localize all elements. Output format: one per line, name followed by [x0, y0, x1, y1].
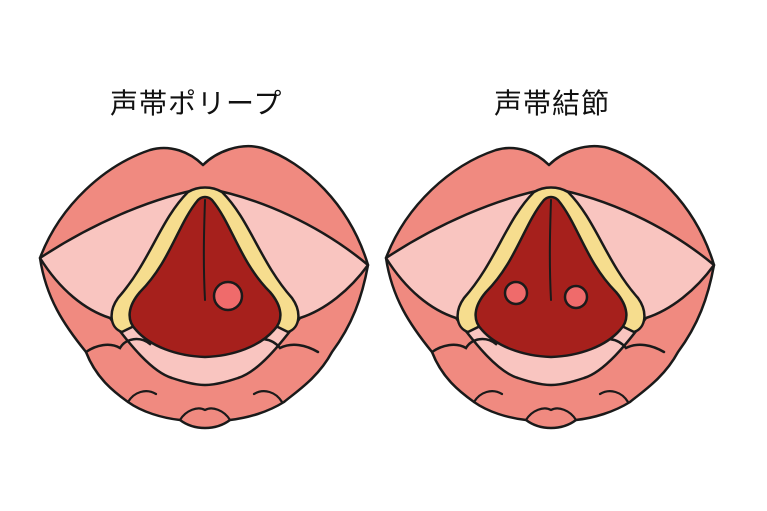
polyp-diagram	[38, 144, 370, 430]
nodule-title: 声帯結節	[494, 87, 611, 120]
polyp-title: 声帯ポリープ	[110, 87, 283, 120]
nodule-right	[563, 284, 589, 310]
nodule-left	[503, 280, 529, 306]
nodule-diagram	[384, 144, 716, 430]
polyp-lesion	[212, 280, 244, 312]
